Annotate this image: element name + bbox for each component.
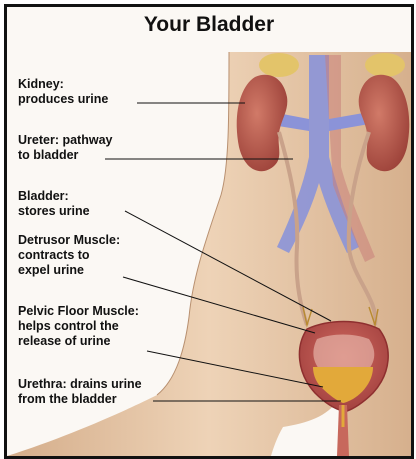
urethra-label: Urethra: drains urine from the bladder [18, 377, 142, 407]
bladder-label: Bladder: stores urine [18, 189, 90, 219]
ureter-label: Ureter: pathway to bladder [18, 133, 112, 163]
bladder-lining [313, 335, 374, 370]
pelvic-floor-label: Pelvic Floor Muscle: helps control the r… [18, 304, 139, 349]
left-adrenal [259, 53, 299, 77]
detrusor-label: Detrusor Muscle: contracts to expel urin… [18, 233, 120, 278]
diagram-frame: Your Bladder Kidney: produces urine Uret… [4, 4, 414, 459]
diagram-title: Your Bladder [7, 13, 411, 37]
kidney-label: Kidney: produces urine [18, 77, 108, 107]
right-adrenal [365, 53, 405, 77]
